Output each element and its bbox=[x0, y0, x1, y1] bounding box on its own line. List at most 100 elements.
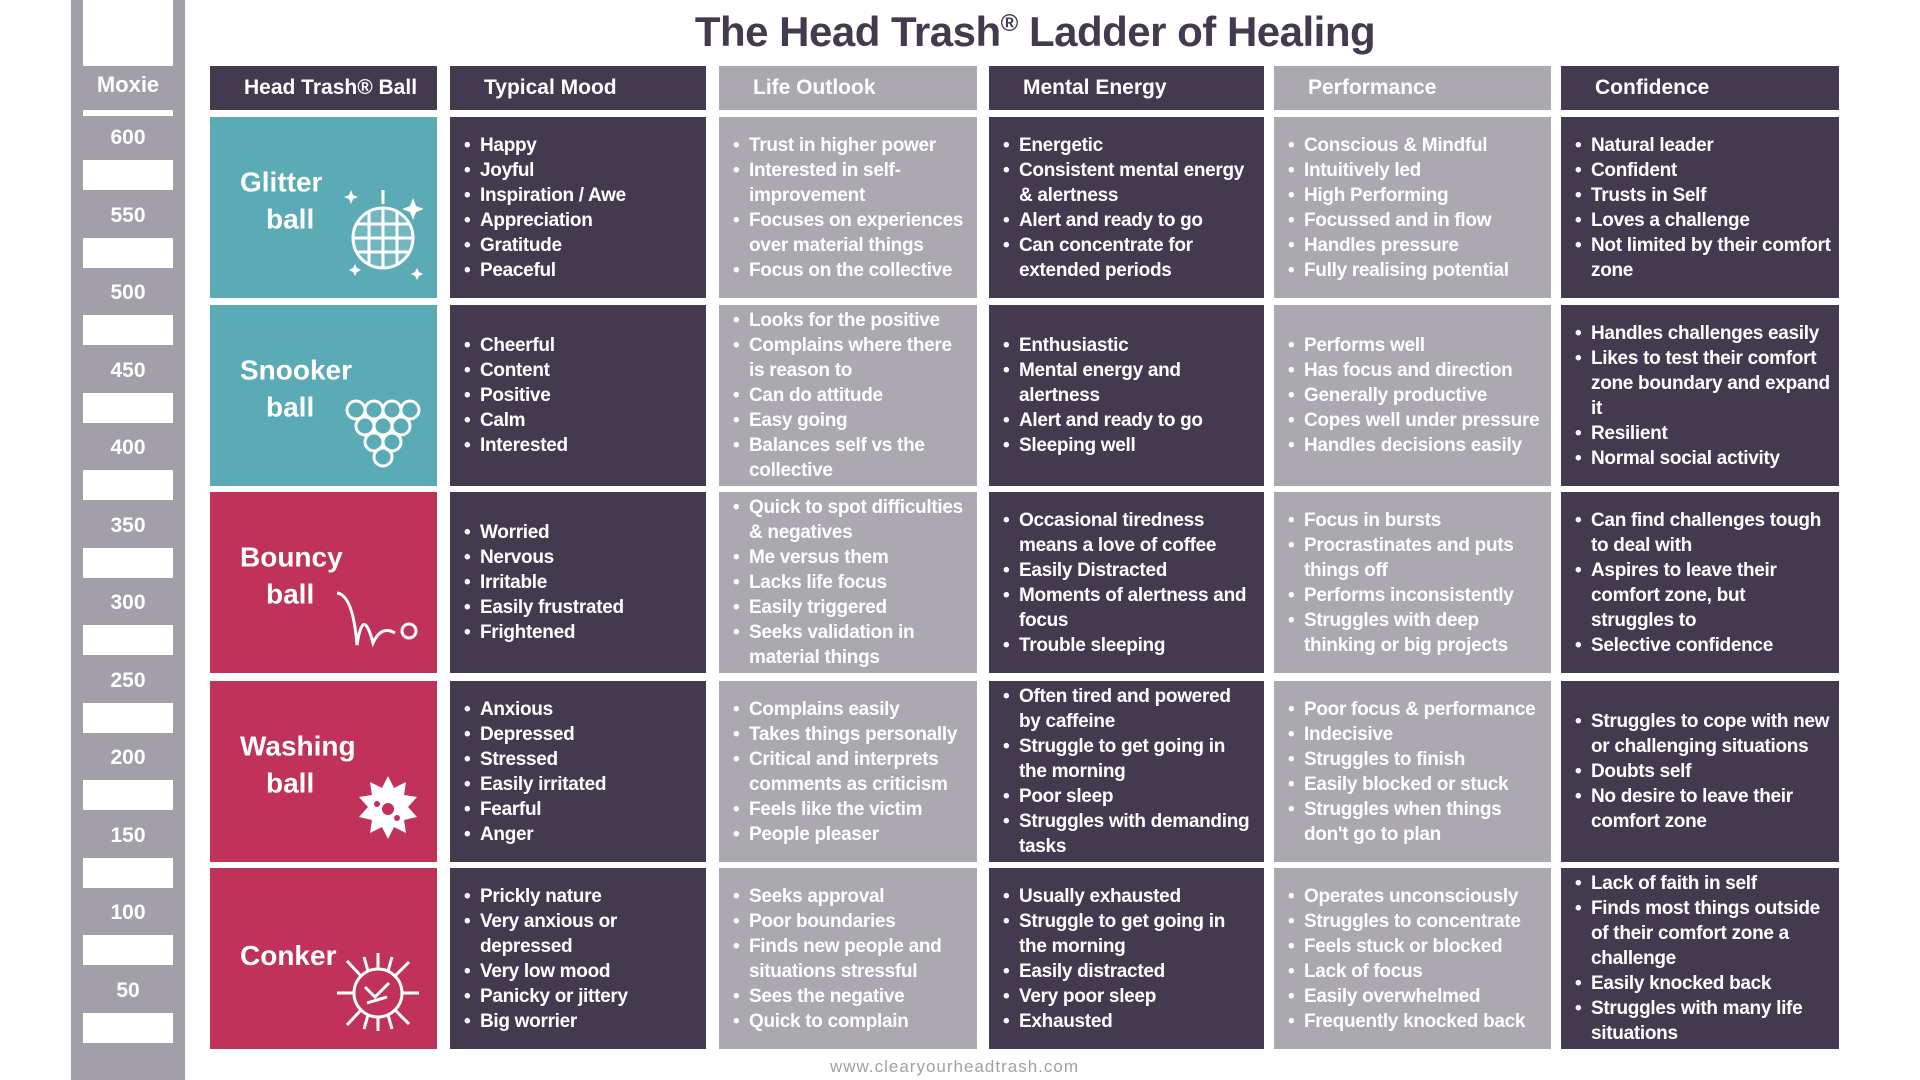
moxie-slot bbox=[83, 625, 173, 655]
list-item: Happy bbox=[462, 133, 626, 158]
list-item: Alert and ready to go bbox=[1001, 208, 1256, 233]
list-item: Takes things personally bbox=[731, 722, 969, 747]
mood-cell: CheerfulContentPositiveCalmInterested bbox=[450, 305, 706, 486]
column-header: Performance bbox=[1274, 66, 1551, 110]
bullet-list: AnxiousDepressedStressedEasily irritated… bbox=[462, 697, 606, 847]
moxie-value: 150 bbox=[110, 823, 146, 847]
performance-cell: Performs wellHas focus and directionGene… bbox=[1274, 305, 1551, 486]
mood-cell: AnxiousDepressedStressedEasily irritated… bbox=[450, 681, 706, 862]
list-item: Stressed bbox=[462, 747, 606, 772]
moxie-tick: 600 bbox=[71, 116, 185, 194]
bullet-list: Operates unconsciouslyStruggles to conce… bbox=[1286, 884, 1525, 1034]
registered-mark: ® bbox=[1000, 10, 1019, 37]
bullet-list: Performs wellHas focus and directionGene… bbox=[1286, 333, 1540, 458]
performance-cell: Conscious & MindfulIntuitively ledHigh P… bbox=[1274, 117, 1551, 298]
list-item: Sees the negative bbox=[731, 984, 969, 1009]
moxie-tick: 400 bbox=[71, 426, 185, 504]
list-item: Struggles to cope with new or challengin… bbox=[1573, 709, 1831, 759]
list-item: Looks for the positive bbox=[731, 308, 969, 333]
outlook-cell: Seeks approvalPoor boundariesFinds new p… bbox=[719, 868, 977, 1049]
list-item: Usually exhausted bbox=[1001, 884, 1256, 909]
performance-cell: Focus in burstsProcrastinates and puts t… bbox=[1274, 492, 1551, 673]
ball-name-line: Snooker bbox=[240, 354, 353, 386]
list-item: Handles decisions easily bbox=[1286, 433, 1539, 458]
list-item: Calm bbox=[462, 408, 568, 433]
bullet-list: Handles challenges easilyLikes to test t… bbox=[1573, 321, 1831, 471]
list-item: Trusts in Self bbox=[1573, 183, 1831, 208]
list-item: Easily knocked back bbox=[1573, 971, 1831, 996]
moxie-slot bbox=[83, 547, 173, 578]
list-item: Selective confidence bbox=[1573, 633, 1831, 658]
outlook-cell: Looks for the positiveComplains where th… bbox=[719, 305, 977, 486]
outlook-cell: Quick to spot difficulties & negativesMe… bbox=[719, 492, 977, 673]
list-item: Struggles to finish bbox=[1286, 747, 1543, 772]
list-item: Loves a challenge bbox=[1573, 208, 1831, 233]
list-item: Content bbox=[462, 358, 568, 383]
bullet-list: Can find challenges tough to deal withAs… bbox=[1573, 508, 1831, 658]
footer-url[interactable]: www.clearyourheadtrash.com bbox=[830, 1057, 1079, 1076]
list-item: Exhausted bbox=[1001, 1009, 1256, 1034]
bullet-list: CheerfulContentPositiveCalmInterested bbox=[462, 333, 568, 458]
list-item: Easily irritated bbox=[462, 772, 606, 797]
bullet-list: Focus in burstsProcrastinates and puts t… bbox=[1286, 508, 1543, 658]
confidence-cell: Struggles to cope with new or challengin… bbox=[1561, 681, 1839, 862]
list-item: Generally productive bbox=[1286, 383, 1539, 408]
list-item: Performs inconsistently bbox=[1286, 583, 1543, 608]
bullet-list: Conscious & MindfulIntuitively ledHigh P… bbox=[1286, 133, 1509, 283]
moxie-value: 450 bbox=[110, 358, 146, 382]
ball-name-line: Washing bbox=[240, 730, 356, 762]
bullet-list: Occasional tiredness means a love of cof… bbox=[1001, 508, 1256, 658]
moxie-slot bbox=[83, 315, 173, 345]
list-item: Finds new people and situations stressfu… bbox=[731, 934, 969, 984]
confidence-cell: Handles challenges easilyLikes to test t… bbox=[1561, 305, 1839, 486]
list-item: Procrastinates and puts things off bbox=[1286, 533, 1543, 583]
bullet-list: Quick to spot difficulties & negativesMe… bbox=[731, 495, 969, 670]
list-item: Focus on the collective bbox=[731, 258, 969, 283]
list-item: Likes to test their comfort zone boundar… bbox=[1573, 346, 1831, 421]
mood-cell: Prickly natureVery anxious or depressedV… bbox=[450, 868, 706, 1049]
moxie-slot bbox=[83, 237, 173, 268]
column-header: Typical Mood bbox=[450, 66, 706, 110]
list-item: Inspiration / Awe bbox=[462, 183, 626, 208]
performance-cell: Operates unconsciouslyStruggles to conce… bbox=[1274, 868, 1551, 1049]
list-item: Focus in bursts bbox=[1286, 508, 1543, 533]
title-text-rest: Ladder of Healing bbox=[1017, 8, 1376, 55]
outlook-cell: Complains easilyTakes things personallyC… bbox=[719, 681, 977, 862]
list-item: Normal social activity bbox=[1573, 446, 1831, 471]
moxie-value: 550 bbox=[110, 203, 146, 227]
list-item: Focussed and in flow bbox=[1286, 208, 1509, 233]
moxie-tick: 250 bbox=[71, 659, 185, 737]
moxie-tick: 150 bbox=[71, 814, 185, 892]
list-item: Poor sleep bbox=[1001, 784, 1256, 809]
moxie-value: 350 bbox=[110, 513, 146, 537]
bullet-list: Seeks approvalPoor boundariesFinds new p… bbox=[731, 884, 969, 1034]
list-item: Seeks approval bbox=[731, 884, 969, 909]
ball-name-line: ball bbox=[266, 767, 315, 799]
list-item: Anger bbox=[462, 822, 606, 847]
title-text: The Head Trash bbox=[694, 8, 1001, 55]
energy-cell: EnergeticConsistent mental energy & aler… bbox=[989, 117, 1264, 298]
list-item: Joyful bbox=[462, 158, 626, 183]
moxie-value: 200 bbox=[110, 746, 146, 769]
list-item: Trust in higher power bbox=[731, 133, 969, 158]
list-item: Performs well bbox=[1286, 333, 1539, 358]
list-item: Resilient bbox=[1573, 421, 1831, 446]
confidence-cell: Can find challenges tough to deal withAs… bbox=[1561, 492, 1839, 673]
list-item: Positive bbox=[462, 383, 568, 408]
list-item: No desire to leave their comfort zone bbox=[1573, 784, 1831, 834]
ball-name-line: ball bbox=[266, 578, 315, 610]
column-header: Confidence bbox=[1561, 66, 1839, 110]
list-item: Struggles to concentrate bbox=[1286, 909, 1525, 934]
bullet-list: Looks for the positiveComplains where th… bbox=[731, 308, 969, 483]
list-item: Struggles with many life situations bbox=[1573, 996, 1831, 1046]
list-item: Quick to spot difficulties & negatives bbox=[731, 495, 969, 545]
moxie-tick: 500 bbox=[71, 271, 185, 349]
list-item: Complains where there is reason to bbox=[731, 333, 969, 383]
list-item: Intuitively led bbox=[1286, 158, 1509, 183]
list-item: Complains easily bbox=[731, 697, 969, 722]
moxie-slot bbox=[83, 857, 173, 888]
list-item: Aspires to leave their comfort zone, but… bbox=[1573, 558, 1831, 633]
